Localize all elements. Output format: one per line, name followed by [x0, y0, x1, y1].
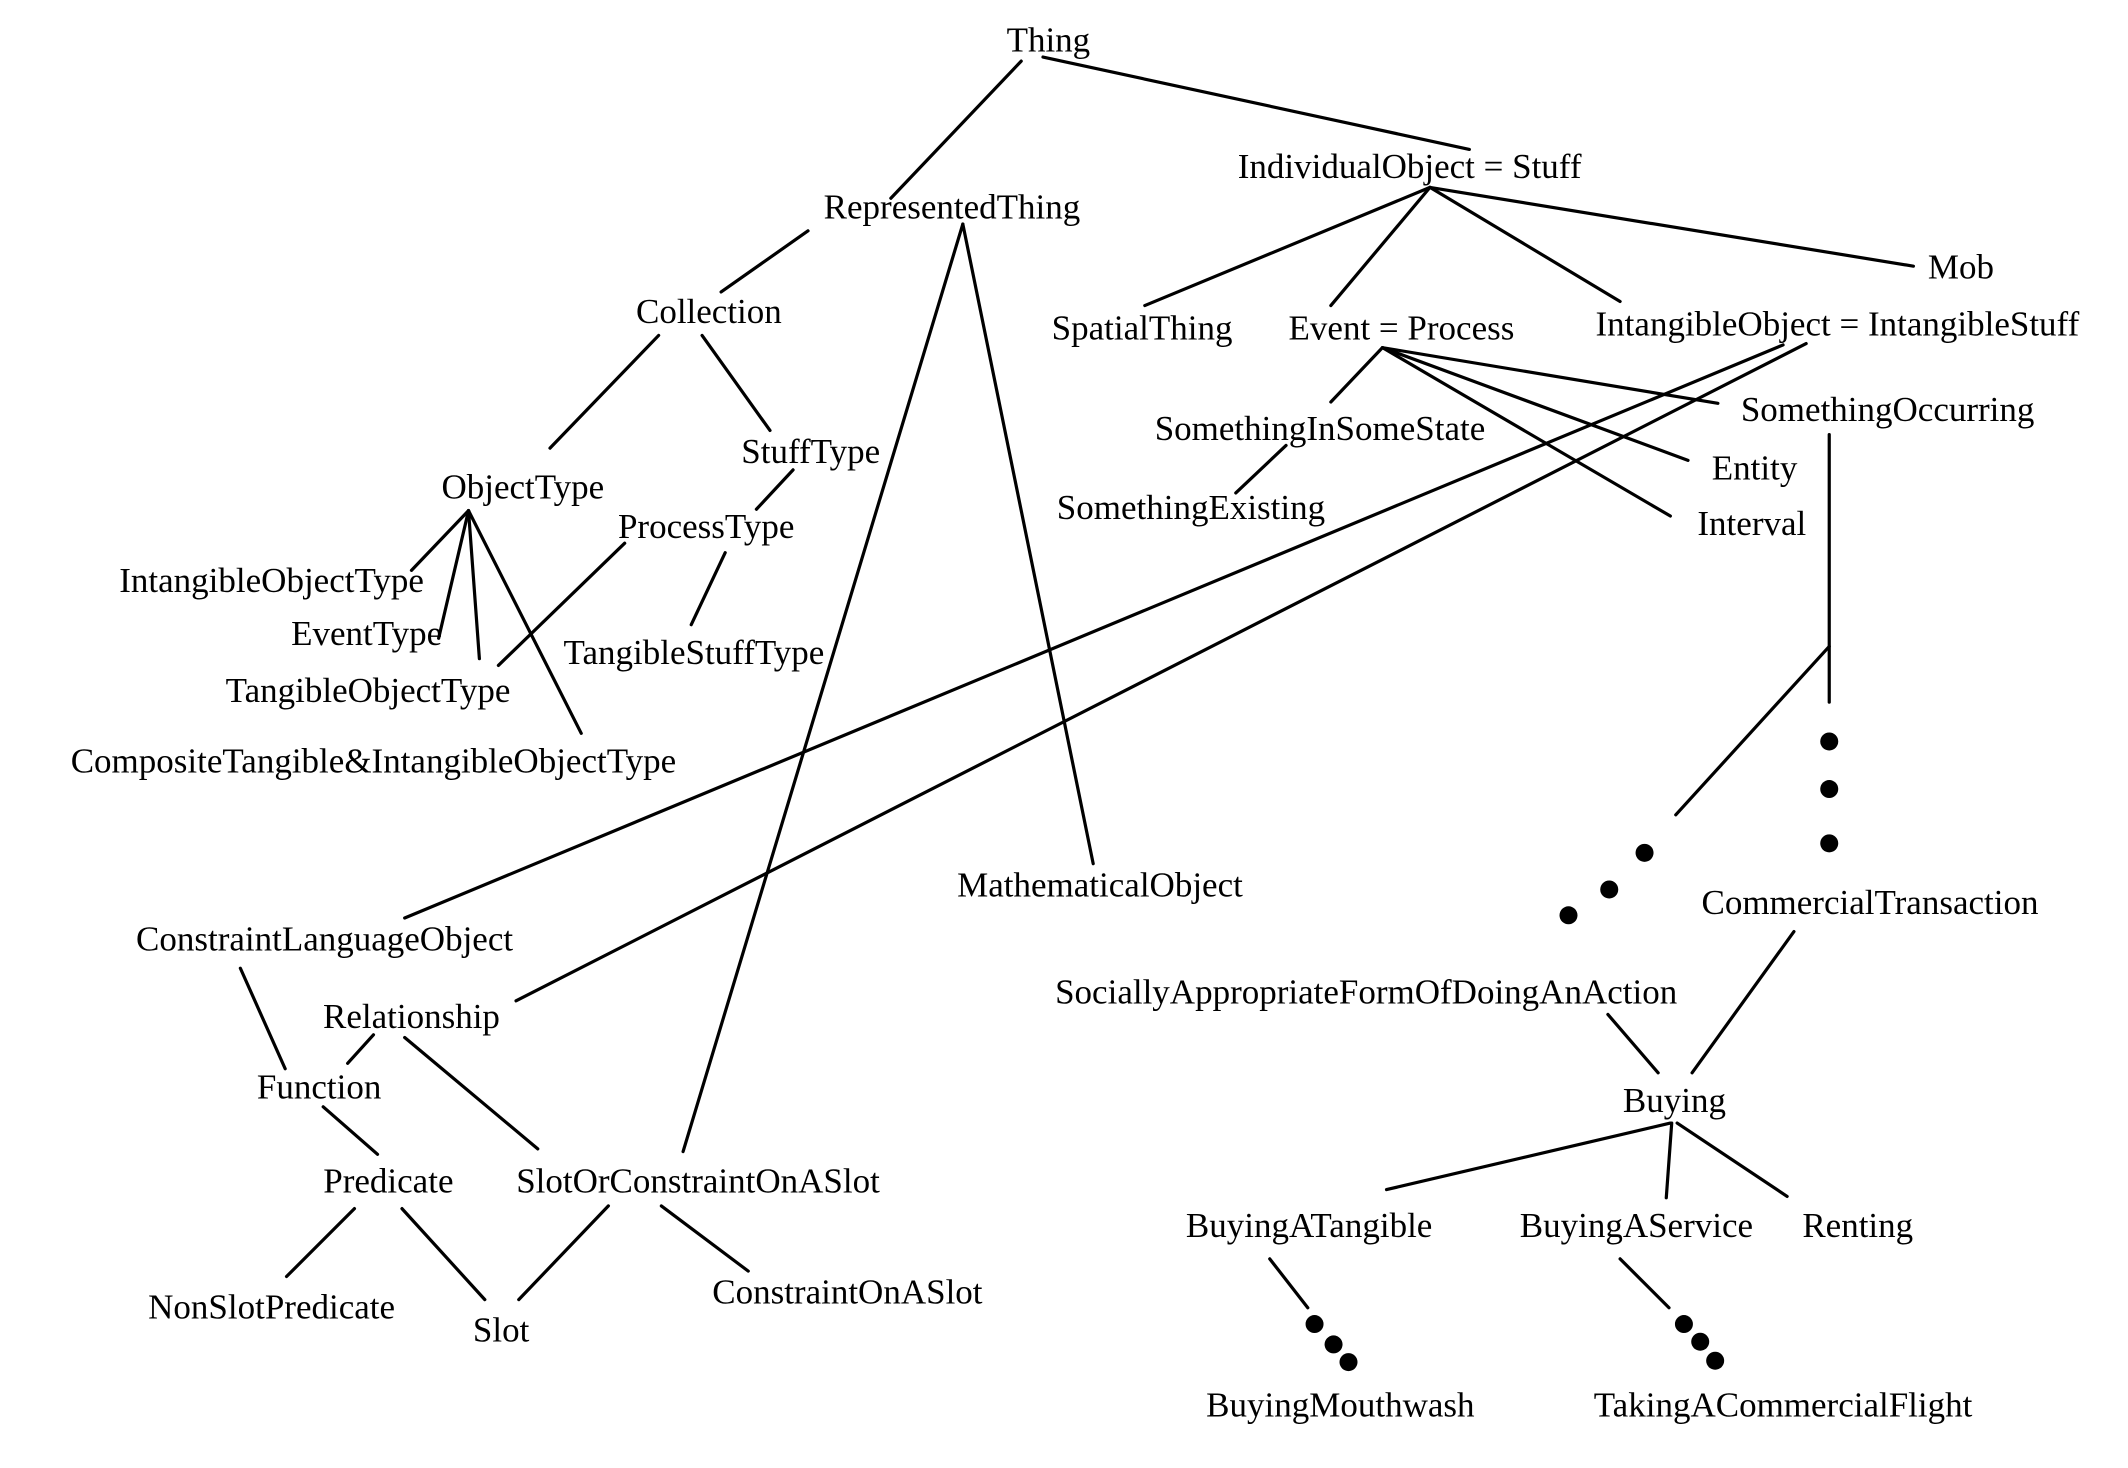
node-clo: ConstraintLanguageObject — [136, 920, 513, 959]
node-individual: IndividualObject = Stuff — [1238, 147, 1582, 186]
node-sissstate: SomethingInSomeState — [1155, 409, 1486, 448]
edge-represented-to-mathematical — [961, 222, 1095, 866]
node-tangibleobjecttype: TangibleObjectType — [226, 671, 511, 710]
edge-objecttype-to-intangibleobjecttype — [409, 509, 471, 572]
node-commercial: CommercialTransaction — [1701, 883, 2038, 922]
ellipsis-dot — [1559, 906, 1578, 925]
edge-buyingtangible-to-mouthwash — [1268, 1257, 1310, 1310]
node-relationship: Relationship — [323, 997, 500, 1036]
node-renting: Renting — [1802, 1206, 1913, 1245]
edge-event-to-sissstate — [1329, 346, 1385, 404]
node-occurring: SomethingOccurring — [1741, 390, 2035, 429]
ellipsis-dot — [1820, 732, 1839, 751]
ellipsis-dot — [1706, 1351, 1725, 1370]
ellipsis-dot — [1339, 1353, 1358, 1372]
node-slotorconstraint: SlotOrConstraintOnASlot — [516, 1161, 880, 1200]
node-constraintonaslot: ConstraintOnASlot — [712, 1273, 983, 1312]
ellipsis-dot — [1674, 1315, 1693, 1334]
node-interval: Interval — [1697, 504, 1806, 543]
edge-predicate-to-slot — [400, 1207, 487, 1302]
node-stufftype: StuffType — [741, 432, 880, 471]
ellipsis-dot — [1820, 834, 1839, 853]
edge-individual-to-spatial — [1143, 185, 1432, 308]
node-eventtype: EventType — [291, 614, 442, 653]
node-predicate: Predicate — [323, 1161, 453, 1200]
edge-function-to-predicate — [321, 1105, 380, 1156]
node-event: Event = Process — [1289, 309, 1515, 348]
ellipsis-dots-layer — [1305, 732, 1839, 1372]
edge-relationship-to-function — [346, 1033, 376, 1065]
edge-intangible-to-clo — [403, 343, 1785, 920]
edge-slotorconstraint-to-constraintonaslot — [659, 1204, 750, 1273]
ellipsis-dot — [1305, 1315, 1324, 1334]
node-slot: Slot — [473, 1311, 530, 1350]
node-flight: TakingACommercialFlight — [1594, 1385, 1973, 1424]
edge-collection-to-objecttype — [548, 333, 661, 450]
edge-socially-to-buying — [1606, 1012, 1660, 1075]
edge-individual-to-event — [1329, 185, 1432, 308]
edge-buying-to-buyingtangible — [1384, 1121, 1672, 1192]
edge-event-to-entity — [1380, 346, 1690, 462]
edge-objecttype-to-eventtype — [437, 509, 471, 640]
node-represented: RepresentedThing — [824, 188, 1081, 227]
edge-represented-to-collection — [719, 229, 810, 294]
edge-stufftype-to-processtype — [754, 468, 795, 511]
node-intangible: IntangibleObject = IntangibleStuff — [1596, 304, 2080, 343]
edge-represented-to-slotorconstraint — [681, 222, 965, 1154]
node-existing: SomethingExisting — [1057, 488, 1325, 527]
ellipsis-dot — [1600, 880, 1619, 899]
node-function: Function — [257, 1068, 381, 1107]
edge-occurring-branch — [1674, 644, 1831, 817]
edge-relationship-to-slotorconstraint — [403, 1035, 540, 1151]
edge-objecttype-to-tangibleobjecttype — [466, 509, 481, 661]
edge-objecttype-to-composite — [466, 509, 583, 735]
edge-commercial-to-buying — [1690, 929, 1796, 1075]
node-mathematical: MathematicalObject — [957, 865, 1243, 904]
node-tangiblestufftype: TangibleStuffType — [564, 633, 825, 672]
node-buyingtangible: BuyingATangible — [1186, 1206, 1432, 1245]
edge-buying-to-buyingservice — [1664, 1121, 1674, 1200]
edge-buyingservice-to-flight — [1618, 1257, 1671, 1310]
edge-stufftype-to-tangiblestufftype — [689, 551, 727, 627]
edge-event-to-interval — [1380, 346, 1672, 518]
node-spatial: SpatialThing — [1052, 309, 1233, 348]
node-mouthwash: BuyingMouthwash — [1206, 1385, 1475, 1424]
edge-slotorconstraint-to-slot — [517, 1204, 610, 1302]
edge-processtype-to-tangibleobjecttype — [496, 541, 627, 668]
node-entity: Entity — [1712, 448, 1798, 487]
edge-predicate-to-nonslotpredicate — [284, 1207, 357, 1279]
node-nonslotpredicate: NonSlotPredicate — [148, 1288, 395, 1327]
edge-thing-to-individual — [1041, 55, 1471, 151]
ellipsis-dot — [1324, 1335, 1343, 1354]
edge-individual-to-intangible — [1428, 185, 1622, 304]
node-buyingservice: BuyingAService — [1520, 1206, 1753, 1245]
edge-buying-to-renting — [1675, 1121, 1789, 1199]
edge-individual-to-mob — [1428, 185, 1916, 268]
edge-collection-to-stufftype — [700, 333, 772, 433]
node-intangibleobjecttype: IntangibleObjectType — [119, 561, 424, 600]
edge-clo-to-function — [238, 966, 287, 1071]
node-thing: Thing — [1007, 21, 1091, 60]
node-mob: Mob — [1928, 247, 1994, 286]
node-socially: SociallyAppropriateFormOfDoingAnAction — [1055, 973, 1677, 1012]
ellipsis-dot — [1820, 780, 1839, 799]
edges-layer — [238, 55, 1916, 1310]
node-composite: CompositeTangible&IntangibleObjectType — [71, 742, 677, 781]
edge-thing-to-represented — [889, 59, 1023, 200]
ellipsis-dot — [1691, 1332, 1710, 1351]
node-collection: Collection — [636, 292, 782, 331]
node-processtype: ProcessType — [618, 507, 794, 546]
edge-sissstate-to-existing — [1234, 443, 1288, 495]
node-objecttype: ObjectType — [441, 467, 604, 506]
ellipsis-dot — [1635, 843, 1654, 862]
edge-intangible-to-relationship — [514, 341, 1808, 1003]
node-buying: Buying — [1623, 1081, 1726, 1120]
